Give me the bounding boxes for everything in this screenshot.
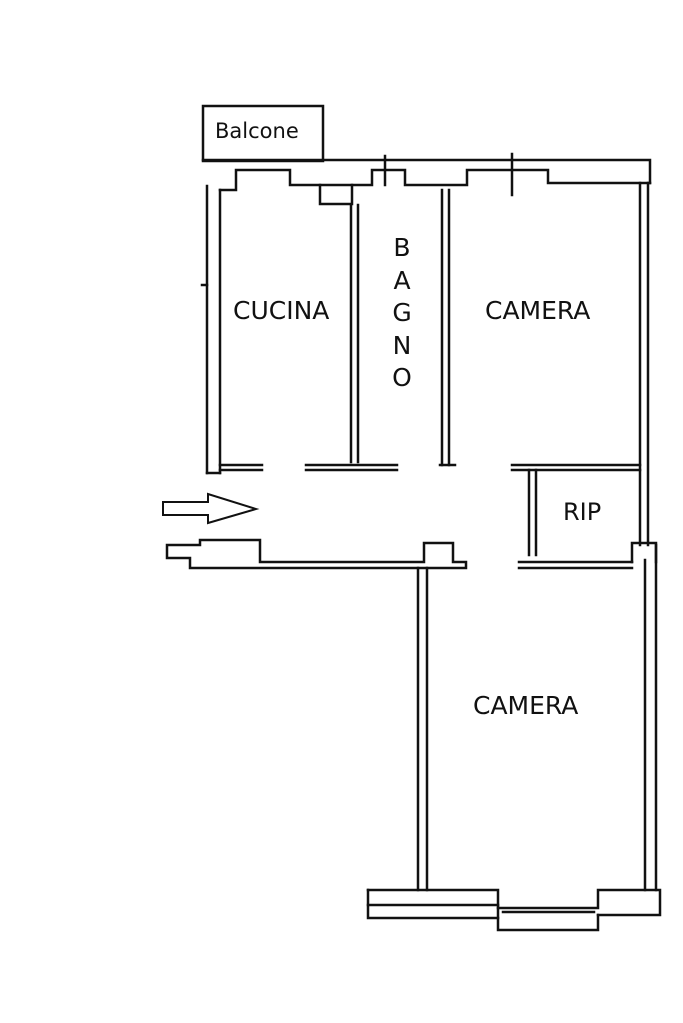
bedroom-bottom-label: CAMERA xyxy=(473,691,579,720)
corridor-lower-wall xyxy=(165,538,658,570)
bedroom-top-label: CAMERA xyxy=(485,296,591,325)
bath-bedroom-partition xyxy=(438,188,457,467)
kitchen-label: CUCINA xyxy=(233,296,330,325)
entrance-arrow-icon xyxy=(162,492,260,525)
corridor-upper-wall xyxy=(218,463,642,472)
bottom-exterior-wall xyxy=(366,888,662,932)
top-exterior-wall xyxy=(201,152,652,206)
lower-bedroom-left-wall xyxy=(416,566,429,892)
kitchen-bath-partition xyxy=(349,203,360,464)
balcony-label: Balcone xyxy=(215,119,299,143)
kitchen-left-wall xyxy=(200,184,222,475)
storage-left-wall xyxy=(527,468,538,557)
right-exterior-wall xyxy=(638,181,658,892)
bathroom-label: BAGNO xyxy=(392,233,412,393)
storage-label: RIP xyxy=(563,498,602,526)
